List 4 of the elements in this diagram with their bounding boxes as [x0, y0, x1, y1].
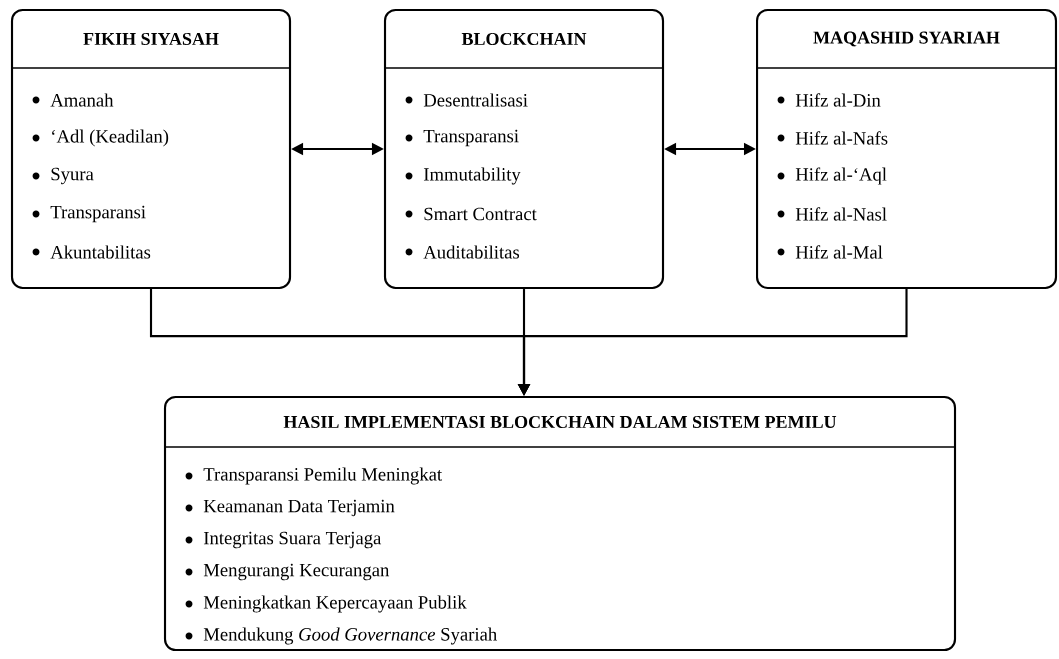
list-box: MAQASHID SYARIAH Hifz al-Din Hifz al-Nafs Hifz al-‘Aql Hifz al-Nasl Hifz al-Mal: [755, 8, 1058, 290]
list-box: BLOCKCHAIN Desentralisasi Transparansi Immutability Smart Contract Auditabilitas: [383, 8, 665, 290]
list-box: FIKIH SIYASAH Amanah ‘Adl (Keadilan) Syura Transparansi Akuntabilitas: [10, 8, 292, 290]
list-box: HASIL IMPLEMENTASI BLOCKCHAIN DALAM SISTEM PEMILU Transparansi Pemilu Meningkat Keamanan Data Terjamin Integritas Suara Terjaga Mengurangi Kecurangan Meningkatkan Kepercayaan Publik Mendukung Good Governance Syariah: [163, 395, 957, 652]
